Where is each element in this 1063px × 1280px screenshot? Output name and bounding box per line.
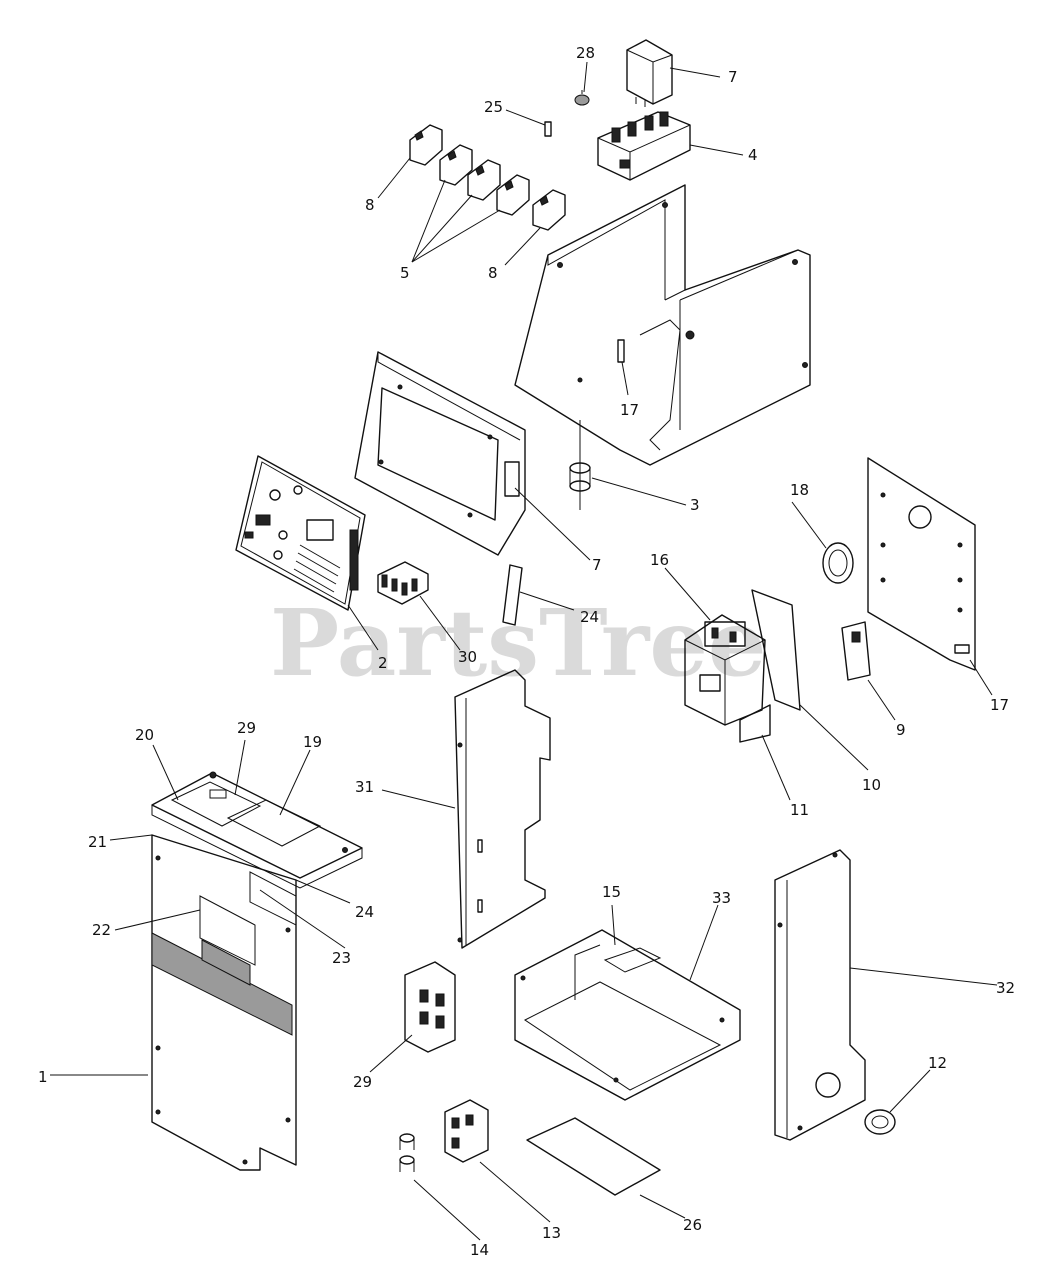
part-34-base-tray	[514, 929, 741, 1101]
callout-17: 17	[990, 696, 1009, 714]
callout-32: 31	[355, 778, 374, 796]
leader-lines	[50, 61, 998, 1241]
part-5-clips	[439, 144, 530, 216]
callout-17-upper: 17	[620, 401, 639, 419]
part-3-grommet	[569, 420, 591, 510]
callout-25: 24	[580, 608, 599, 626]
part-21-top-cover	[151, 771, 363, 889]
callout-27: 26	[683, 1216, 702, 1234]
part-26-pin	[544, 121, 552, 137]
part-6-relay	[626, 39, 673, 107]
part-32-side-panel	[454, 669, 551, 949]
callout-14: 14	[470, 1241, 489, 1259]
part-16-10-11-contactor	[684, 589, 801, 743]
part-2-control-panel	[235, 455, 366, 611]
callout-20: 20	[135, 726, 154, 744]
callout-22: 22	[92, 921, 111, 939]
part-12-grommet	[864, 1109, 896, 1135]
callout-7: 7	[592, 556, 602, 574]
part-1-front-panel	[151, 834, 297, 1171]
callout-29: 29	[353, 1073, 372, 1091]
callout-12: 12	[928, 1054, 947, 1072]
callout-10: 10	[862, 776, 881, 794]
part-14-spacers	[399, 1133, 415, 1172]
part-9-bracket	[841, 621, 871, 681]
callout-33: 32	[996, 979, 1015, 997]
watermark: PartsTree	[270, 589, 766, 697]
part-33-right-side-panel	[774, 849, 866, 1141]
part-25-plate	[502, 564, 523, 626]
callout-8-left: 8	[365, 196, 375, 214]
part-17-rear-panel	[867, 457, 976, 671]
callout-15: 15	[602, 883, 621, 901]
callout-19: 19	[303, 733, 322, 751]
callout-4: 4	[748, 146, 758, 164]
callout-11: 11	[790, 801, 809, 819]
callout-6: 7	[728, 68, 738, 86]
part-13-terminal-block	[444, 1099, 489, 1163]
part-8-clip-right	[532, 189, 566, 231]
callout-23: 23	[332, 949, 351, 967]
part-29-breaker	[404, 961, 456, 1053]
callout-13: 13	[542, 1224, 561, 1242]
callout-1: 1	[38, 1068, 48, 1086]
callout-2: 2	[378, 654, 388, 672]
part-27-cover-plate	[526, 1117, 661, 1196]
callout-8-right: 8	[488, 264, 498, 282]
callout-5: 5	[400, 264, 410, 282]
part-17-chassis-bracket	[514, 184, 811, 466]
part-4-relay-socket	[597, 111, 691, 181]
callout-34: 33	[712, 889, 731, 907]
part-7-panel-frame	[354, 351, 526, 556]
callout-28: 28	[576, 44, 595, 62]
part-18-grommet	[822, 542, 854, 584]
part-28-knob	[574, 90, 590, 106]
callout-24: 24	[355, 903, 374, 921]
callout-16: 16	[650, 551, 669, 569]
callout-31: 30	[458, 648, 477, 666]
callout-26: 25	[484, 98, 503, 116]
callout-9: 9	[896, 721, 906, 739]
part-8-clip-left	[409, 124, 443, 166]
callout-3: 3	[690, 496, 700, 514]
callout-18: 18	[790, 481, 809, 499]
callout-21: 21	[88, 833, 107, 851]
callout-30: 29	[237, 719, 256, 737]
callout-labels: 28 7 25 4 8 5 8 17 3 7 2 30 24 16 18 17 …	[38, 44, 1015, 1259]
part-31-terminal-strip	[377, 561, 429, 605]
